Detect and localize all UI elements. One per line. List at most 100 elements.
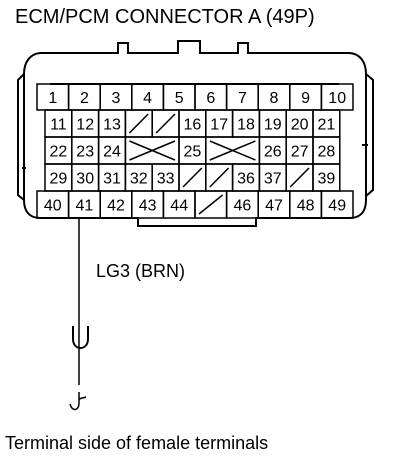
unused-slash-mark: [209, 167, 230, 188]
terminal-blank: [285, 163, 314, 192]
terminal-42: 42: [99, 190, 133, 219]
terminal-19: 19: [258, 109, 287, 138]
terminal-6: 6: [194, 83, 228, 111]
terminal-33: 33: [151, 163, 180, 192]
terminal-25: 25: [178, 136, 207, 165]
terminal-40: 40: [36, 190, 70, 219]
terminal-number: 4: [143, 90, 152, 107]
caption: Terminal side of female terminals: [5, 433, 268, 453]
diagram-title: ECM/PCM CONNECTOR A (49P): [15, 6, 315, 28]
terminal-number: 10: [328, 90, 346, 107]
terminal-47: 47: [257, 190, 291, 219]
terminal-32: 32: [124, 163, 153, 192]
terminal-blank: [124, 136, 180, 165]
terminal-39: 39: [312, 163, 341, 192]
terminal-number: 9: [301, 90, 310, 107]
terminal-21: 21: [312, 109, 341, 138]
terminal-number: 30: [76, 171, 94, 188]
terminal-9: 9: [289, 83, 323, 111]
terminal-number: 26: [264, 144, 282, 161]
terminal-number: 39: [318, 171, 336, 188]
terminal-number: 42: [107, 198, 125, 215]
terminal-8: 8: [257, 83, 291, 111]
terminal-27: 27: [285, 136, 314, 165]
terminal-number: 23: [76, 144, 94, 161]
terminal-blank: [205, 163, 234, 192]
terminal-7: 7: [225, 83, 259, 111]
terminal-number: 28: [318, 144, 336, 161]
wire-female-terminal-icon: [72, 326, 89, 349]
terminal-number: 49: [328, 198, 346, 215]
unused-slash-mark: [128, 113, 149, 134]
terminal-blank: [194, 190, 228, 219]
terminal-3: 3: [99, 83, 133, 111]
terminal-number: 18: [237, 117, 255, 134]
wire-label: LG3 (BRN): [96, 261, 185, 281]
terminal-blank: [124, 109, 153, 138]
terminal-43: 43: [131, 190, 165, 219]
terminal-44: 44: [162, 190, 196, 219]
terminal-2: 2: [67, 83, 101, 111]
terminal-28: 28: [312, 136, 341, 165]
terminal-5: 5: [162, 83, 196, 111]
terminal-10: 10: [320, 83, 354, 111]
terminal-number: 17: [210, 117, 228, 134]
terminal-number: 21: [318, 117, 336, 134]
terminal-number: 20: [291, 117, 309, 134]
terminal-number: 2: [80, 90, 89, 107]
terminal-number: 19: [264, 117, 282, 134]
terminal-29: 29: [44, 163, 73, 192]
unused-slash-mark: [289, 167, 310, 188]
terminal-blank: [151, 109, 180, 138]
terminal-24: 24: [97, 136, 127, 165]
terminal-12: 12: [71, 109, 100, 138]
terminal-48: 48: [289, 190, 323, 219]
unused-slash-mark: [198, 194, 224, 215]
terminal-number: 37: [264, 171, 282, 188]
terminal-17: 17: [205, 109, 234, 138]
terminal-11: 11: [44, 109, 73, 138]
terminal-number: 12: [76, 117, 94, 134]
terminal-number: 25: [184, 144, 202, 161]
terminal-number: 41: [76, 198, 94, 215]
terminal-20: 20: [285, 109, 314, 138]
terminal-46: 46: [225, 190, 259, 219]
terminal-number: 40: [44, 198, 62, 215]
terminal-number: 43: [139, 198, 157, 215]
terminal-number: 29: [50, 171, 68, 188]
terminal-4: 4: [131, 83, 165, 111]
terminal-16: 16: [178, 109, 207, 138]
unused-cross-mark: [129, 140, 176, 161]
terminal-49: 49: [320, 190, 354, 219]
terminal-number: 27: [291, 144, 309, 161]
terminal-13: 13: [97, 109, 127, 138]
unused-slash-mark: [155, 113, 176, 134]
terminal-number: 22: [50, 144, 68, 161]
terminal-number: 44: [170, 198, 188, 215]
terminal-1: 1: [36, 83, 70, 111]
terminal-number: 24: [103, 144, 121, 161]
unused-cross-mark: [209, 140, 256, 161]
terminal-cell: [320, 190, 354, 219]
terminal-number: 5: [175, 90, 184, 107]
terminal-41: 41: [67, 190, 101, 219]
terminal-30: 30: [71, 163, 100, 192]
terminal-blank: [178, 163, 207, 192]
terminal-number: 1: [48, 90, 57, 107]
terminal-number: 7: [238, 90, 247, 107]
terminal-22: 22: [44, 136, 73, 165]
terminal-blank: [205, 136, 261, 165]
terminal-number: 46: [234, 198, 252, 215]
terminal-number: 13: [103, 117, 121, 134]
terminal-number: 33: [157, 171, 175, 188]
terminal-number: 31: [103, 171, 121, 188]
terminal-number: 8: [270, 90, 279, 107]
unused-slash-mark: [182, 167, 203, 188]
terminal-number: 48: [297, 198, 315, 215]
terminal-number: 6: [206, 90, 215, 107]
terminal-36: 36: [231, 163, 261, 192]
terminal-number: 11: [50, 117, 67, 134]
wire-end-hook-icon: [69, 392, 87, 411]
